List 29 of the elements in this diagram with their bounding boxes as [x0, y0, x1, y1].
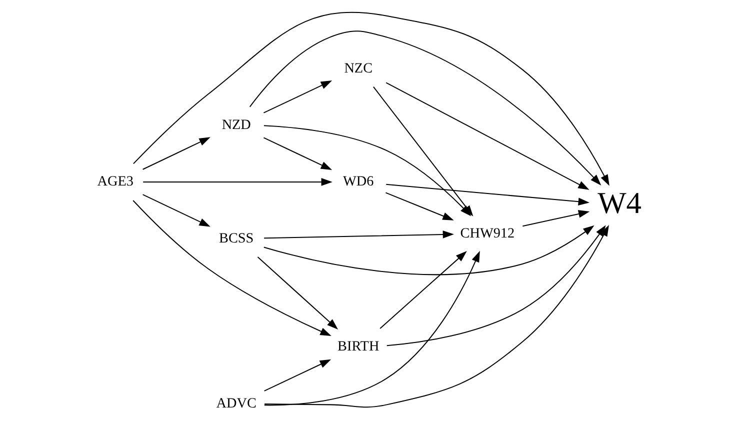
node-text: NZD	[222, 117, 251, 134]
arrow	[264, 250, 480, 406]
arrow	[264, 230, 454, 239]
arrow	[386, 192, 454, 220]
arrow	[264, 225, 594, 276]
arrow	[264, 125, 472, 216]
node-text: WD6	[343, 174, 374, 190]
node-text: ADVC	[216, 395, 256, 412]
arrow	[264, 137, 332, 170]
node-text: W4	[598, 186, 642, 220]
arrow	[380, 251, 467, 329]
arrow	[143, 178, 332, 186]
arrow	[386, 225, 606, 346]
arrow	[132, 200, 332, 336]
node-text: AGE3	[97, 174, 134, 190]
arrow	[249, 30, 602, 186]
arrow	[264, 359, 332, 392]
node-text: CHW912	[460, 225, 515, 242]
arrow	[386, 184, 590, 206]
arrow	[386, 82, 590, 190]
arrow	[257, 256, 338, 330]
node-text: NZC	[344, 60, 373, 76]
node-text: BIRTH	[338, 338, 380, 355]
arrow	[264, 80, 332, 114]
arrow	[142, 137, 210, 170]
arrow	[133, 12, 610, 186]
arrow	[142, 194, 210, 227]
arrow	[522, 210, 590, 227]
node-text: BCSS	[219, 230, 254, 246]
